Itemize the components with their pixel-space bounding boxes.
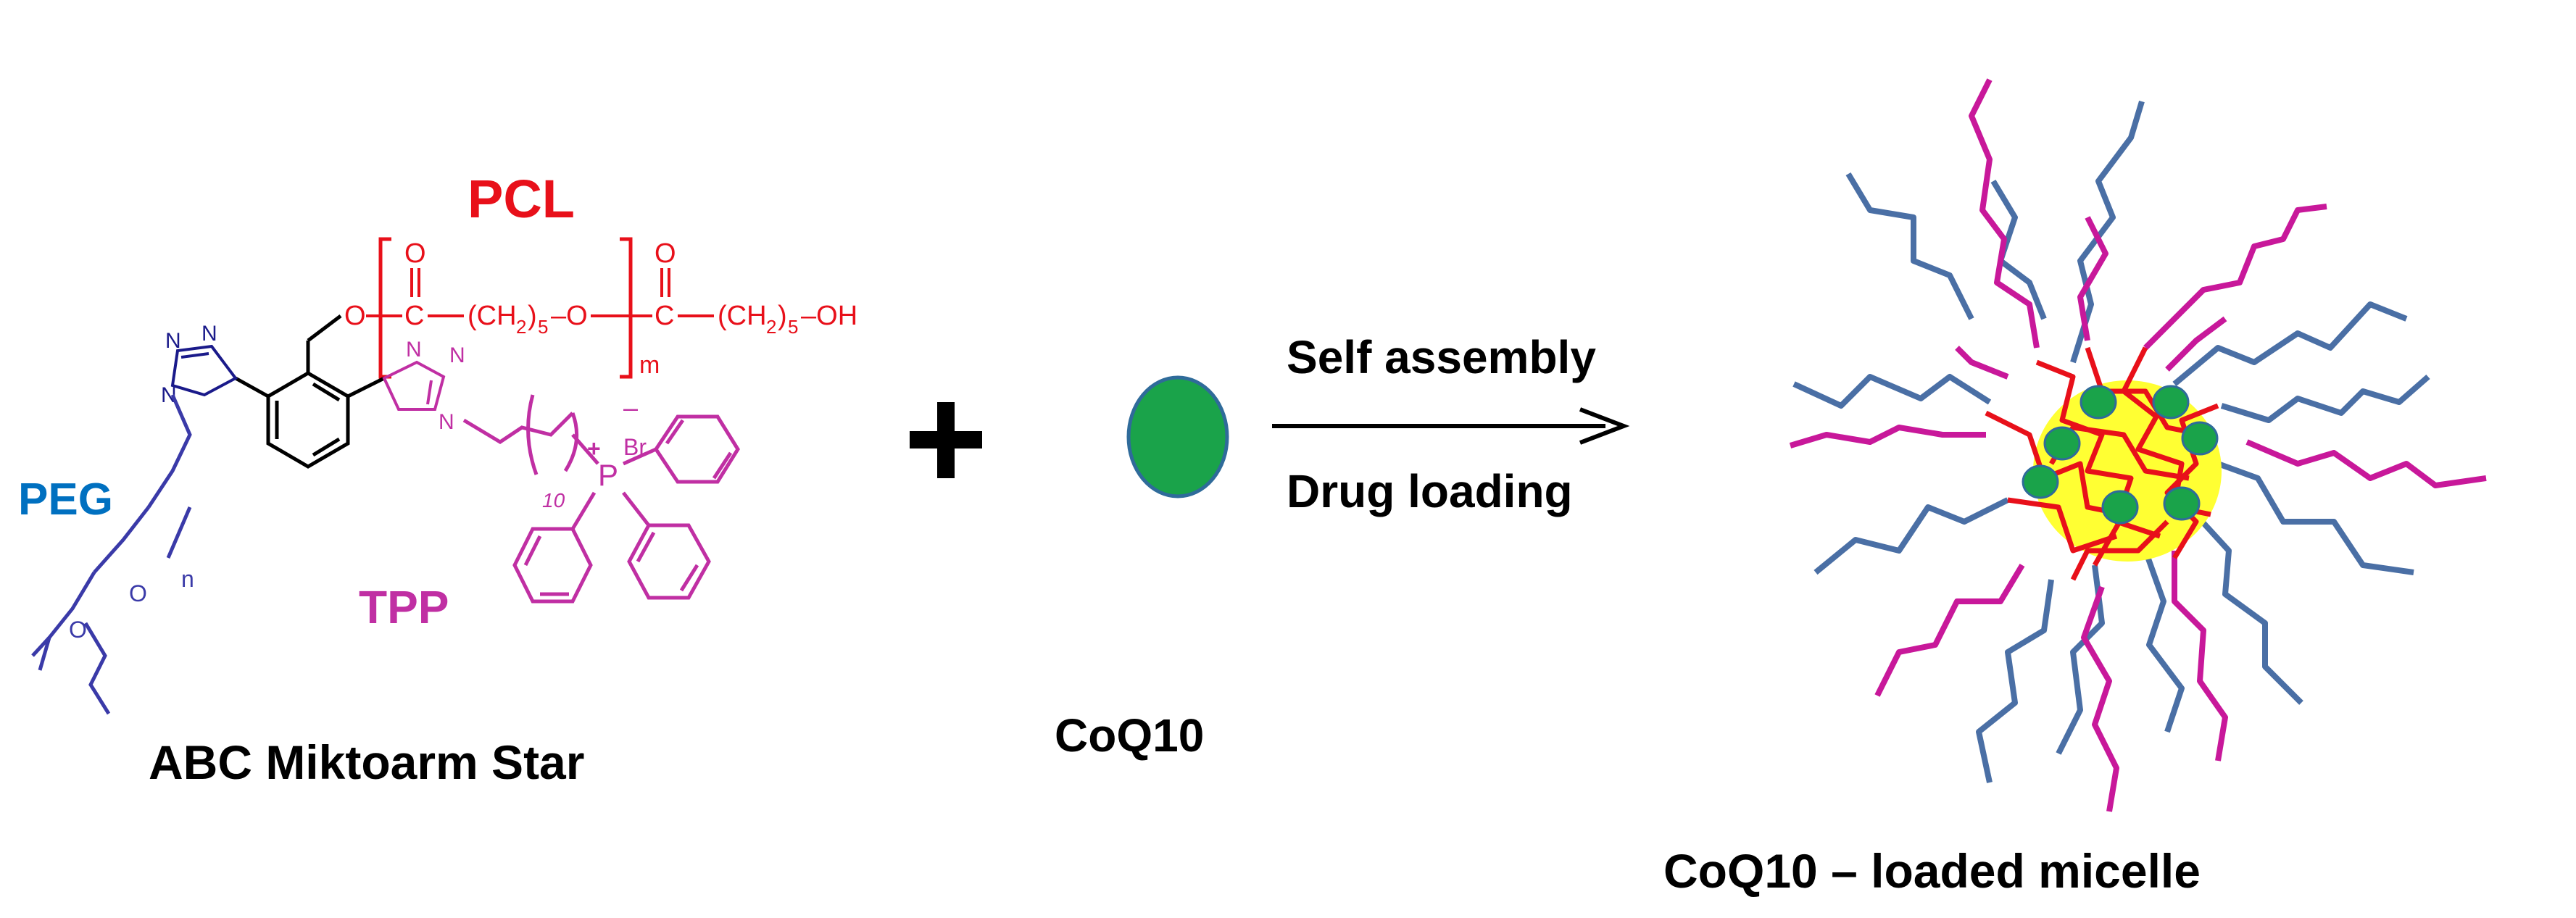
peg-o1: O <box>129 580 147 606</box>
pcl-sub5-2: 5 <box>788 316 798 338</box>
micelle-drug-dots <box>2022 385 2219 525</box>
pcl-formula: O C O (CH 2 ) 5 –O m C O (CH 2 <box>344 237 857 379</box>
pcl-c1: C <box>404 301 424 331</box>
pcl-sub2-2: 2 <box>766 316 776 338</box>
pcl-label: PCL <box>468 169 575 229</box>
peg-atoms: O O n <box>69 566 194 643</box>
arrow-label-self-assembly: Self assembly <box>1287 331 1596 383</box>
pcl-o-dbl1: O <box>404 238 426 269</box>
pcl-c2: C <box>655 301 674 331</box>
bromide-charge: – <box>623 393 638 422</box>
micelle-peg-arms <box>1792 100 2430 783</box>
left-triazole-atoms: N N N <box>161 322 217 407</box>
triazole-left-n3: N <box>161 383 177 407</box>
drug-dot <box>2152 385 2190 420</box>
drug-dot <box>2022 464 2059 499</box>
phenyl-rings <box>512 414 740 604</box>
drug-dot <box>2163 486 2201 521</box>
reaction-arrow: Self assembly Drug loading <box>1272 331 1630 517</box>
peg-label: PEG <box>18 475 113 525</box>
drug-dot <box>2043 426 2081 461</box>
star-caption: ABC Miktoarm Star <box>149 735 584 789</box>
left-triazole <box>170 344 238 397</box>
phosphonium-charge: + <box>587 435 601 462</box>
peg-o2: O <box>69 617 87 643</box>
coq10-drug-particle <box>1126 375 1229 498</box>
arrow-label-drug-loading: Drug loading <box>1287 465 1573 517</box>
drug-dot <box>2080 385 2117 420</box>
pcl-close1: ) <box>528 301 537 331</box>
pcl-m: m <box>639 351 660 379</box>
triazole-left-n1: N <box>165 329 181 353</box>
triazole-right-n3: N <box>439 410 454 434</box>
pcl-oh: –OH <box>801 301 857 331</box>
coq10-label: CoQ10 <box>1055 709 1204 761</box>
pcl-bracket-left <box>378 237 391 379</box>
miktoarm-star-structure: PCL O C O (CH 2 ) 5 –O m C O <box>18 169 857 789</box>
micelle: CoQ10 – loaded micelle <box>1663 78 2487 898</box>
drug-dot <box>2101 490 2139 525</box>
phenyl-ring-2 <box>512 527 593 604</box>
pcl-bracket-right <box>620 237 633 379</box>
plus-sign <box>910 402 982 478</box>
tpp-linker-text: 10 P + Br – <box>542 393 647 512</box>
phenyl-ring-1 <box>653 414 740 484</box>
linker-ten: 10 <box>542 489 565 512</box>
triazole-right-n1: N <box>406 338 422 362</box>
micelle-caption: CoQ10 – loaded micelle <box>1663 844 2201 898</box>
peg-chain <box>31 394 192 715</box>
pcl-ch2-1: (CH <box>468 301 517 331</box>
tpp-label: TPP <box>359 581 449 633</box>
pcl-close2: ) <box>778 301 787 331</box>
benzene-core <box>234 314 386 469</box>
tpp-linker <box>462 394 599 475</box>
phenyl-ring-3 <box>627 523 711 600</box>
pcl-o-dbl2: O <box>655 238 676 269</box>
pcl-sub2-1: 2 <box>516 316 526 338</box>
phosphorus-atom: P <box>598 458 618 492</box>
triazole-left-n2: N <box>201 322 217 346</box>
pcl-o-mid: –O <box>551 301 588 331</box>
triazole-right-n2: N <box>449 343 465 367</box>
right-triazole-atoms: N N N <box>406 338 465 434</box>
pcl-sub5-1: 5 <box>538 316 548 338</box>
micelle-tpp-arms <box>1789 78 2487 812</box>
pcl-o-link: O <box>344 301 366 331</box>
right-triazole <box>382 360 446 411</box>
peg-n-subscript: n <box>181 566 194 592</box>
drug-dot <box>2181 421 2219 456</box>
pcl-ch2-2: (CH <box>718 301 767 331</box>
